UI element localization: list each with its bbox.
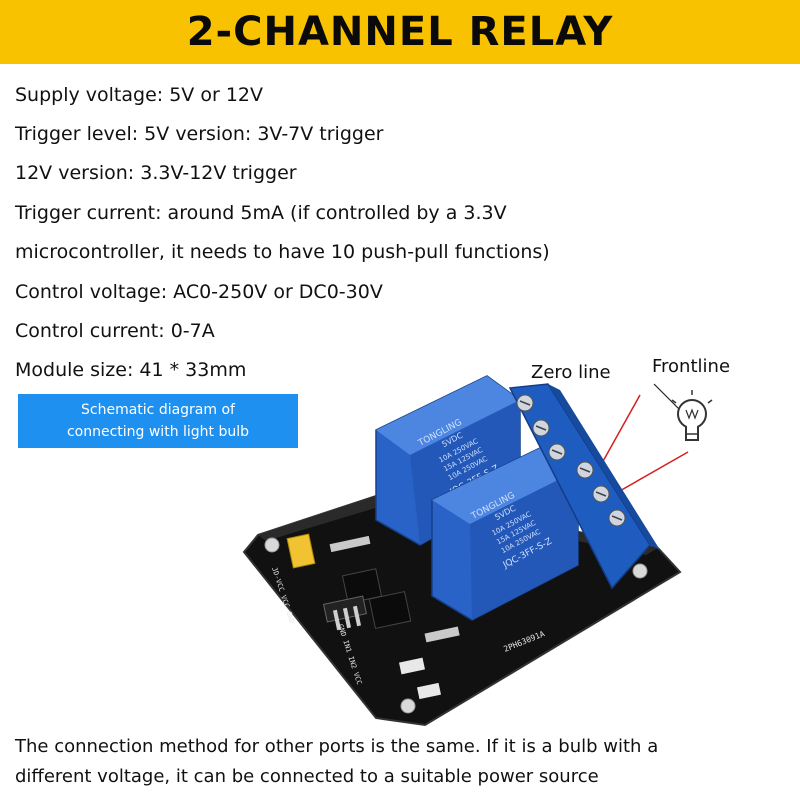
optocoupler-1 — [341, 568, 383, 604]
spec-trigger-level: Trigger level: 5V version: 3V-7V trigger — [15, 123, 384, 145]
spec-12v-version: 12V version: 3.3V-12V trigger — [15, 162, 297, 184]
mount-hole — [632, 563, 648, 579]
mount-hole — [400, 698, 416, 714]
spec-control-voltage: Control voltage: AC0-250V or DC0-30V — [15, 281, 383, 303]
optocoupler-2 — [368, 590, 412, 630]
spec-supply-voltage: Supply voltage: 5V or 12V — [15, 84, 263, 106]
smd-component — [399, 657, 425, 675]
spec-control-current: Control current: 0-7A — [15, 320, 215, 342]
frontline-label: Frontline — [652, 356, 731, 377]
smd-component — [416, 682, 442, 700]
page-title: 2-CHANNEL RELAY — [186, 9, 614, 55]
zero-line-label: Zero line — [531, 362, 611, 383]
mount-hole — [264, 537, 280, 553]
spec-module-size: Module size: 41 * 33mm — [15, 359, 247, 381]
jumper-cap — [286, 533, 316, 569]
light-bulb-icon — [671, 390, 713, 441]
relay-2: TONGLING 5VDC 10A 250VAC 15A 125VAC 10A … — [431, 447, 579, 621]
schematic-caption-box: Schematic diagram of connecting with lig… — [18, 394, 298, 448]
resistor — [329, 535, 371, 553]
resistor — [424, 626, 460, 643]
spec-trigger-current-cont: microcontroller, it needs to have 10 pus… — [15, 241, 550, 263]
spec-trigger-current: Trigger current: around 5mA (if controll… — [15, 202, 507, 224]
footer-note-line1: The connection method for other ports is… — [15, 736, 659, 757]
schematic-caption-line1: Schematic diagram of — [81, 402, 235, 418]
zero-line-wire — [596, 394, 641, 473]
title-banner: 2-CHANNEL RELAY — [0, 0, 800, 64]
schematic-caption-line2: connecting with light bulb — [66, 424, 250, 440]
screw-terminal-block — [508, 383, 660, 590]
components — [286, 533, 460, 700]
footer-note-line2: different voltage, it can be connected t… — [15, 766, 599, 787]
